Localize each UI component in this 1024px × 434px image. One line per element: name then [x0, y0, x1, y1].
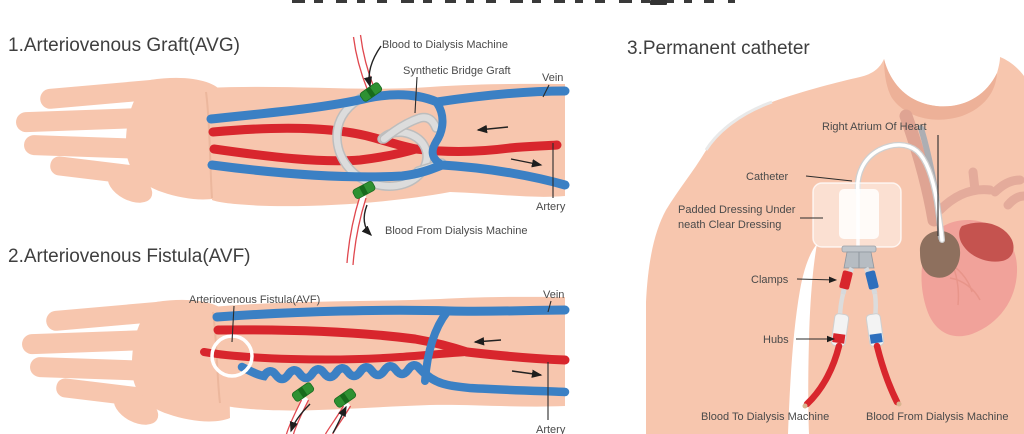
label-clamps: Clamps: [751, 274, 789, 286]
avf-arrows: [289, 337, 543, 434]
label-dressing-line1: Padded Dressing Under: [678, 204, 796, 216]
cropped-title-fragments: [292, 0, 735, 5]
arrow-blood-out: [289, 403, 311, 433]
avg-label-graft: Synthetic Bridge Graft: [403, 65, 511, 77]
avg-label-artery: Artery: [536, 201, 566, 213]
clamp-right: [333, 388, 357, 408]
arrow-vein-flow: [511, 369, 543, 378]
clamp-left: [291, 382, 315, 402]
avf-label-artery: Artery: [536, 424, 566, 434]
wrist-crease: [205, 91, 213, 199]
avf-forearm: [211, 296, 565, 411]
wrist-crease: [212, 311, 221, 404]
label-catheter: Catheter: [746, 171, 789, 183]
heart-atrium-dark: [959, 222, 1014, 262]
artery-mid: [200, 348, 471, 364]
right-atrium: [919, 230, 961, 278]
avg-leaders: [414, 76, 554, 198]
avf-hand: [21, 299, 230, 432]
leader-vein: [547, 300, 552, 313]
section-avg: 1.Arteriovenous Graft(AVG) Blood to Dial…: [8, 33, 570, 267]
label-hubs: Hubs: [763, 334, 789, 346]
tube-from-machine: [347, 194, 366, 267]
catheter-tube: [855, 143, 944, 242]
graft-tip: [380, 114, 440, 143]
label-dressing-line2: neath Clear Dressing: [678, 219, 781, 231]
arrow-blood-in: [332, 405, 347, 434]
blood-line-right: [873, 342, 901, 406]
avg-needle-tubes: [346, 33, 383, 267]
tube-stripe: [359, 34, 376, 90]
leader-vein: [542, 84, 550, 98]
shoulder-highlight: [704, 100, 773, 151]
avf-label-vein: Vein: [543, 289, 564, 301]
tube-stripe: [285, 399, 303, 434]
avf-label-fistula: Arteriovenous Fistula(AVF): [189, 294, 320, 306]
artery-upper: [208, 123, 421, 154]
section-catheter: 3.Permanent catheter Right Atrium Of Hea…: [627, 38, 1024, 434]
artery-merged: [411, 140, 562, 157]
vein-branch: [421, 308, 451, 385]
label-blood-to: Blood To Dialysis Machine: [701, 411, 829, 423]
great-vessel: [899, 109, 941, 227]
avg-vessels: [206, 86, 570, 191]
catheter-clamp-blue: [865, 270, 879, 290]
hub-right: [865, 313, 885, 347]
padded-dressing: [839, 189, 879, 239]
leader-fistula: [231, 305, 235, 343]
vein-branch: [428, 99, 447, 169]
label-blood-from: Blood From Dialysis Machine: [866, 411, 1008, 423]
avg-label-blood-from: Blood From Dialysis Machine: [385, 225, 527, 237]
arrow-blood-out: [363, 45, 382, 88]
hub-flange: [841, 245, 877, 253]
avf-leaders: [231, 300, 552, 420]
avg-arrows: [361, 45, 543, 236]
tube-stripe: [352, 197, 367, 266]
vein-upper: [206, 86, 570, 124]
vein-wavy-fistula: [237, 361, 570, 397]
avf-vessels: [200, 305, 570, 397]
blood-line-left: [803, 342, 843, 408]
artery-upper: [213, 325, 472, 357]
catheter-leaders: [796, 135, 939, 343]
avg-hand: [15, 77, 224, 210]
heart-assembly: [899, 109, 1024, 337]
avf-heading: 2.Arteriovenous Fistula(AVF): [8, 246, 251, 267]
graft-loop: [333, 89, 431, 190]
tube-tip-left: [802, 403, 808, 409]
avg-heading: 1.Arteriovenous Graft(AVG): [8, 35, 240, 56]
arrow-vein-flow: [510, 158, 543, 168]
leader-catheter: [805, 175, 853, 182]
catheter-assembly: [802, 141, 945, 409]
clamp-bottom: [352, 181, 376, 199]
avg-label-vein: Vein: [542, 72, 563, 84]
arrow-artery-flow: [476, 124, 509, 134]
vein-upper: [212, 305, 570, 322]
catheter-clamp-red: [839, 270, 853, 290]
avg-label-blood-to: Blood to Dialysis Machine: [382, 39, 508, 51]
vessel-branches: [935, 167, 1024, 215]
tube-stripe: [346, 195, 361, 264]
artery-right: [462, 347, 570, 365]
section-avf: 2.Arteriovenous Fistula(AVF) Arterioveno…: [8, 246, 570, 434]
clamp-top: [359, 82, 383, 102]
neck-shadow: [884, 59, 997, 120]
leader-clamps: [796, 276, 838, 284]
label-right-atrium: Right Atrium Of Heart: [822, 121, 927, 133]
catheter-heading: 3.Permanent catheter: [627, 38, 810, 59]
arrow-artery-flow: [473, 337, 502, 346]
vein-lower: [207, 160, 570, 190]
cropped-text-blob: [650, 0, 667, 5]
tube-tip-right: [896, 401, 902, 407]
arrow-blood-in: [361, 204, 372, 236]
leader-graft: [414, 76, 418, 114]
